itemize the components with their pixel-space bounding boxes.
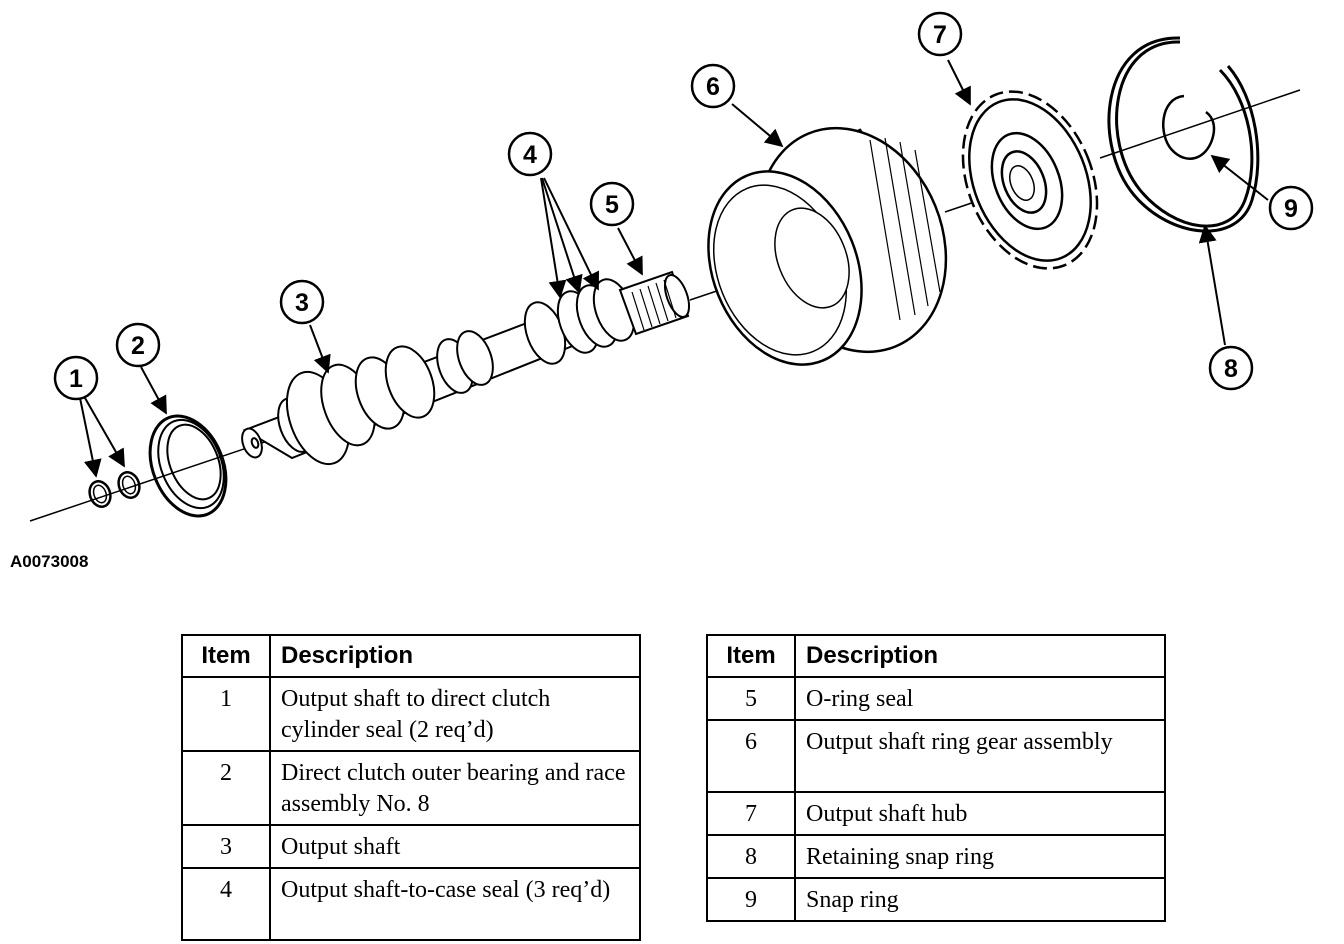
item-description: Snap ring xyxy=(794,877,1166,922)
parts-table-left: Item Description 1 Output shaft to direc… xyxy=(181,634,641,941)
item-number: 7 xyxy=(706,791,796,836)
item-number: 3 xyxy=(181,824,271,869)
table-row: 2 Direct clutch outer bearing and race a… xyxy=(181,750,641,826)
table-row: 3 Output shaft xyxy=(181,824,641,869)
table-row: 8 Retaining snap ring xyxy=(706,834,1166,879)
svg-text:1: 1 xyxy=(69,365,83,393)
callout-2: 2 xyxy=(115,322,161,368)
item-number: 1 xyxy=(181,676,271,752)
svg-text:6: 6 xyxy=(706,73,720,101)
callout-1: 1 xyxy=(53,355,99,401)
table-row: 6 Output shaft ring gear assembly xyxy=(706,719,1166,793)
description-header: Description xyxy=(794,634,1166,678)
svg-text:2: 2 xyxy=(131,332,145,360)
callout-8: 8 xyxy=(1208,345,1254,391)
part-1-seals xyxy=(88,471,141,508)
callout-9: 9 xyxy=(1268,185,1314,231)
svg-text:9: 9 xyxy=(1284,195,1298,223)
item-description: Output shaft xyxy=(269,824,641,869)
part-7-output-shaft-hub xyxy=(961,90,1099,270)
svg-text:3: 3 xyxy=(295,289,309,317)
table-row: 1 Output shaft to direct clutch cylinder… xyxy=(181,676,641,752)
item-description: Retaining snap ring xyxy=(794,834,1166,879)
table-row: 5 O-ring seal xyxy=(706,676,1166,721)
item-header: Item xyxy=(706,634,796,678)
callout-5: 5 xyxy=(589,181,635,227)
item-number: 4 xyxy=(181,867,271,941)
item-number: 8 xyxy=(706,834,796,879)
parts-table-right: Item Description 5 O-ring seal 6 Output … xyxy=(706,634,1166,922)
callout-4: 4 xyxy=(507,131,553,177)
item-header: Item xyxy=(181,634,271,678)
leader-lines xyxy=(79,59,1269,478)
item-description: Output shaft to direct clutch cylinder s… xyxy=(269,676,641,752)
description-header: Description xyxy=(269,634,641,678)
callout-7: 7 xyxy=(917,11,963,57)
item-number: 6 xyxy=(706,719,796,793)
table-row: 9 Snap ring xyxy=(706,877,1166,922)
item-description: Output shaft hub xyxy=(794,791,1166,836)
item-number: 2 xyxy=(181,750,271,826)
figure-id: A0073008 xyxy=(10,552,89,571)
svg-text:5: 5 xyxy=(605,191,619,219)
item-description: Direct clutch outer bearing and race ass… xyxy=(269,750,641,826)
item-description: O-ring seal xyxy=(794,676,1166,721)
svg-text:4: 4 xyxy=(523,141,537,169)
svg-text:7: 7 xyxy=(933,21,947,49)
part-9-snap-ring xyxy=(1162,94,1216,160)
svg-text:8: 8 xyxy=(1224,355,1238,383)
table-header-row: Item Description xyxy=(706,634,1166,678)
table-header-row: Item Description xyxy=(181,634,641,678)
part-2-bearing xyxy=(148,414,228,518)
table-row: 7 Output shaft hub xyxy=(706,791,1166,836)
item-number: 9 xyxy=(706,877,796,922)
item-description: Output shaft ring gear assembly xyxy=(794,719,1166,793)
callout-3: 3 xyxy=(279,279,325,325)
part-6-ring-gear xyxy=(707,126,948,366)
item-number: 5 xyxy=(706,676,796,721)
callout-6: 6 xyxy=(690,63,736,109)
exploded-parts-diagram: 1 2 3 4 5 6 7 8 9 xyxy=(29,11,1314,522)
part-3-output-shaft xyxy=(241,270,691,466)
item-description: Output shaft-to-case seal (3 req’d) xyxy=(269,867,641,941)
part-8-retaining-snap-ring xyxy=(1107,36,1260,233)
table-row: 4 Output shaft-to-case seal (3 req’d) xyxy=(181,867,641,941)
